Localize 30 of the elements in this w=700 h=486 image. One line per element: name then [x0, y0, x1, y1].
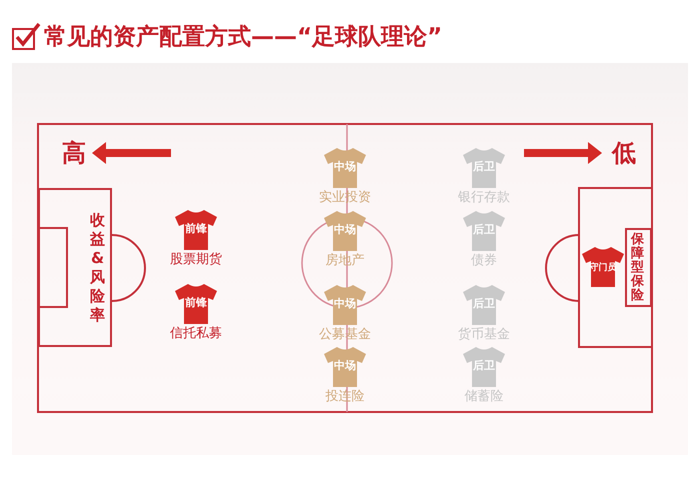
- goal-box: [625, 228, 652, 307]
- position-label: 前锋: [184, 222, 208, 235]
- vertical-label: 保障型保险: [631, 232, 644, 302]
- title: 常见的资产配置方式——“足球队理论”: [44, 23, 442, 52]
- jersey: [173, 282, 219, 326]
- asset-name: 货币基金: [457, 327, 511, 343]
- vertical-label: 收益&风险率: [90, 210, 105, 324]
- position-label: 中场: [333, 359, 357, 372]
- position-label: 中场: [333, 160, 357, 173]
- jersey: [461, 345, 507, 389]
- jersey: [322, 209, 368, 253]
- jersey: [461, 209, 507, 253]
- asset-name: 银行存款: [457, 190, 511, 206]
- jersey: [461, 283, 507, 327]
- asset-name: 债券: [470, 253, 498, 269]
- jersey: [580, 245, 626, 289]
- jersey: [322, 345, 368, 389]
- position-label: 中场: [333, 297, 357, 310]
- penalty-box: [38, 188, 112, 347]
- position-label: 前锋: [184, 296, 208, 309]
- position-label: 中场: [333, 223, 357, 236]
- asset-name: 股票期货: [169, 252, 223, 268]
- jersey: [322, 146, 368, 190]
- asset-name: 储蓄险: [464, 389, 504, 405]
- asset-name: 信托私募: [169, 326, 223, 342]
- jersey: [461, 146, 507, 190]
- jersey: [322, 283, 368, 327]
- level-label: 高: [62, 138, 86, 168]
- level-label: 低: [612, 138, 636, 168]
- jersey: [173, 208, 219, 252]
